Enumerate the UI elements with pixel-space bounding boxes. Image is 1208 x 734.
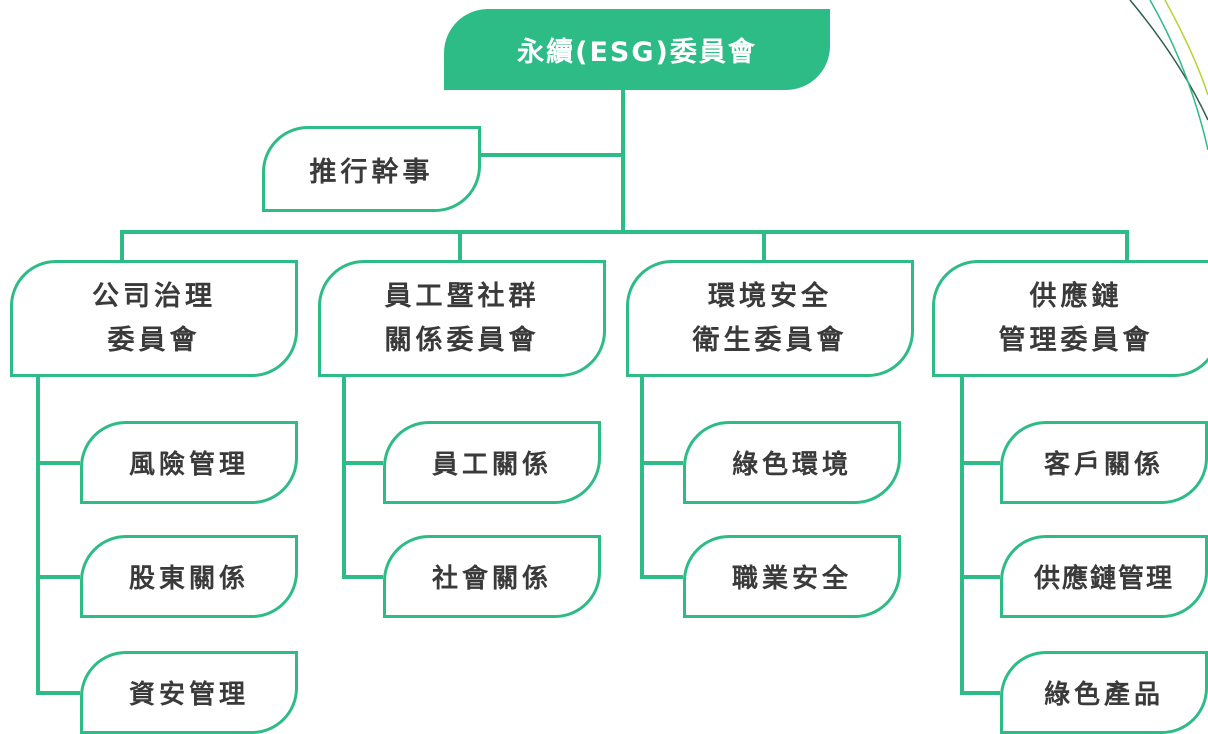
employee-community-committee-box: 員工暨社群 關係委員會	[318, 260, 606, 377]
committee-line2: 管理委員會	[998, 324, 1154, 356]
sub-box-green-environment: 綠色環境	[683, 421, 901, 504]
committee-bus-line	[120, 230, 1129, 262]
executive-secretary-label: 推行幹事	[309, 156, 434, 188]
sub-label: 供應鏈管理	[1033, 564, 1174, 594]
committee-line1: 員工暨社群	[384, 280, 540, 312]
sub-box-infosec-management: 資安管理	[80, 651, 298, 734]
sub-label: 員工關係	[431, 450, 552, 480]
sub-label: 綠色產品	[1043, 680, 1164, 710]
sub-label: 股東關係	[128, 564, 249, 594]
committee-1-trunk	[36, 377, 80, 695]
sub-box-green-products: 綠色產品	[1000, 651, 1208, 734]
sub-label: 客戶關係	[1043, 450, 1164, 480]
committee-2-trunk	[342, 377, 383, 579]
committee-line2: 衛生委員會	[692, 324, 848, 356]
sub-box-supply-chain-management: 供應鏈管理	[1000, 535, 1208, 618]
committee-line2: 委員會	[107, 324, 201, 356]
sub-box-occupational-safety: 職業安全	[683, 535, 901, 618]
sub-box-risk-management: 風險管理	[80, 421, 298, 504]
sub-label: 風險管理	[128, 450, 249, 480]
environment-safety-committee-box: 環境安全 衛生委員會	[626, 260, 914, 377]
sub-box-employee-relations: 員工關係	[383, 421, 601, 504]
corporate-governance-committee-box: 公司治理 委員會	[10, 260, 298, 377]
esg-committee-label: 永續(ESG)委員會	[517, 37, 757, 68]
sub-label: 綠色環境	[731, 450, 852, 480]
supply-chain-committee-box: 供應鏈 管理委員會	[932, 260, 1208, 377]
sub-label: 職業安全	[731, 564, 852, 594]
sub-box-customer-relations: 客戶關係	[1000, 421, 1208, 504]
committee-3-trunk	[640, 377, 683, 579]
committee-4-trunk	[960, 377, 1000, 695]
committee-line1: 公司治理	[92, 280, 216, 312]
committee-line1: 供應鏈	[1029, 280, 1123, 312]
committee-line1: 環境安全	[708, 280, 832, 312]
executive-secretary-box: 推行幹事	[262, 126, 481, 212]
sub-label: 資安管理	[128, 680, 249, 710]
sub-label: 社會關係	[431, 564, 552, 594]
sub-box-social-relations: 社會關係	[383, 535, 601, 618]
sub-box-shareholder-relations: 股東關係	[80, 535, 298, 618]
committee-line2: 關係委員會	[384, 324, 540, 356]
esg-committee-box: 永續(ESG)委員會	[444, 9, 830, 90]
